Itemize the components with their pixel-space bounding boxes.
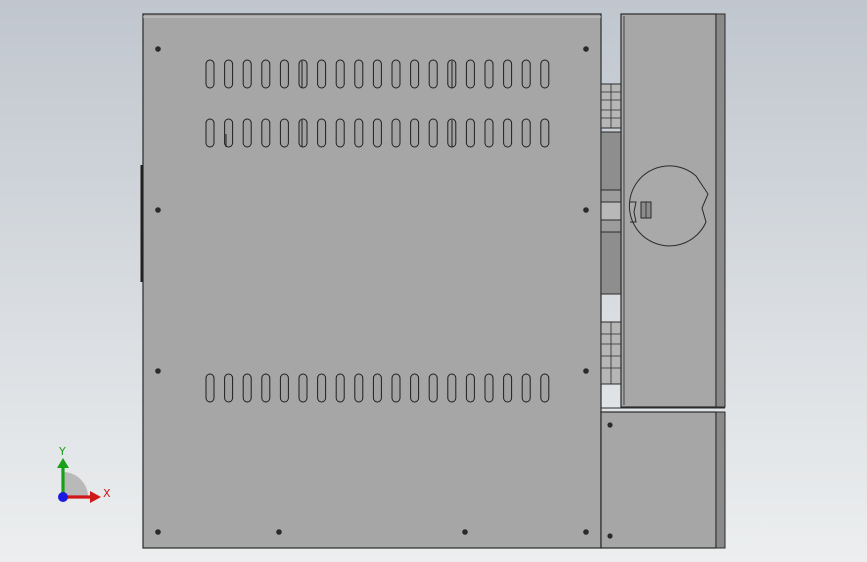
main-panel[interactable]: [140, 13, 602, 549]
vent-slot: [503, 118, 513, 148]
vent-slot: [224, 373, 234, 403]
vent-slot: [335, 373, 345, 403]
vent-slot: [391, 118, 401, 148]
vent-slot: [205, 373, 215, 403]
vent-slot: [335, 118, 345, 148]
vent-slot: [317, 373, 327, 403]
x-axis-label: X: [103, 487, 111, 500]
vent-slot: [410, 59, 420, 89]
vent-slot: [503, 59, 513, 89]
vent-slot: [261, 118, 271, 148]
panel-screw: [583, 46, 589, 52]
vent-slot: [521, 59, 531, 89]
panel-screw: [155, 207, 161, 213]
vent-slot: [298, 118, 308, 148]
vent-slot: [410, 118, 420, 148]
vent-slot: [372, 118, 382, 148]
vent-slot: [335, 59, 345, 89]
vent-slot: [224, 118, 234, 148]
vent-slot: [279, 59, 289, 89]
vent-slot: [447, 373, 457, 403]
lower-box-face[interactable]: [600, 411, 717, 549]
panel-screw: [583, 207, 589, 213]
vent-slot: [224, 59, 234, 89]
vent-slot: [484, 118, 494, 148]
right-door[interactable]: [620, 13, 726, 408]
hinge-column[interactable]: [600, 83, 632, 385]
bottom-right-box[interactable]: [600, 407, 726, 549]
panel-screw: [462, 529, 468, 535]
vent-slot: [484, 373, 494, 403]
vent-slot: [205, 118, 215, 148]
lower-box-edge: [715, 411, 726, 549]
vent-slot: [261, 59, 271, 89]
vent-slot: [503, 373, 513, 403]
vent-slot: [540, 118, 550, 148]
vent-slot: [354, 59, 364, 89]
vent-slot: [354, 118, 364, 148]
box-screw: [607, 422, 613, 428]
vent-slot: [298, 373, 308, 403]
vent-slot: [521, 373, 531, 403]
main-panel-face[interactable]: [142, 13, 602, 549]
vent-slot: [484, 59, 494, 89]
vent-slot: [540, 59, 550, 89]
vent-slot: [465, 373, 475, 403]
panel-screw: [583, 368, 589, 374]
vent-slot: [428, 59, 438, 89]
vent-slots: [205, 59, 550, 403]
vent-slot: [242, 373, 252, 403]
vent-slot: [279, 118, 289, 148]
vent-slot: [261, 373, 271, 403]
panel-screw: [155, 529, 161, 535]
vent-slot: [465, 59, 475, 89]
vent-slot: [242, 118, 252, 148]
vent-slot: [428, 373, 438, 403]
panel-screw: [155, 46, 161, 52]
panel-screw: [155, 368, 161, 374]
coordinate-triad-icon: Y X: [57, 445, 111, 503]
vent-slot: [372, 59, 382, 89]
vent-slot: [205, 59, 215, 89]
vent-slot: [391, 373, 401, 403]
vent-slot: [317, 59, 327, 89]
y-axis-label: Y: [58, 445, 66, 458]
vent-slot: [465, 118, 475, 148]
door-edge: [715, 13, 726, 408]
panel-screw: [276, 529, 282, 535]
vent-slot: [317, 118, 327, 148]
vent-slot: [242, 59, 252, 89]
vent-slot: [428, 118, 438, 148]
panel-screw: [583, 529, 589, 535]
vent-slot: [540, 373, 550, 403]
vent-slot: [298, 59, 308, 89]
panel-screws: [155, 46, 589, 535]
vent-slot: [372, 373, 382, 403]
box-screw: [607, 533, 613, 539]
vent-slot: [391, 59, 401, 89]
vent-slot: [279, 373, 289, 403]
vent-slot: [521, 118, 531, 148]
vent-slot: [410, 373, 420, 403]
vent-slot: [354, 373, 364, 403]
